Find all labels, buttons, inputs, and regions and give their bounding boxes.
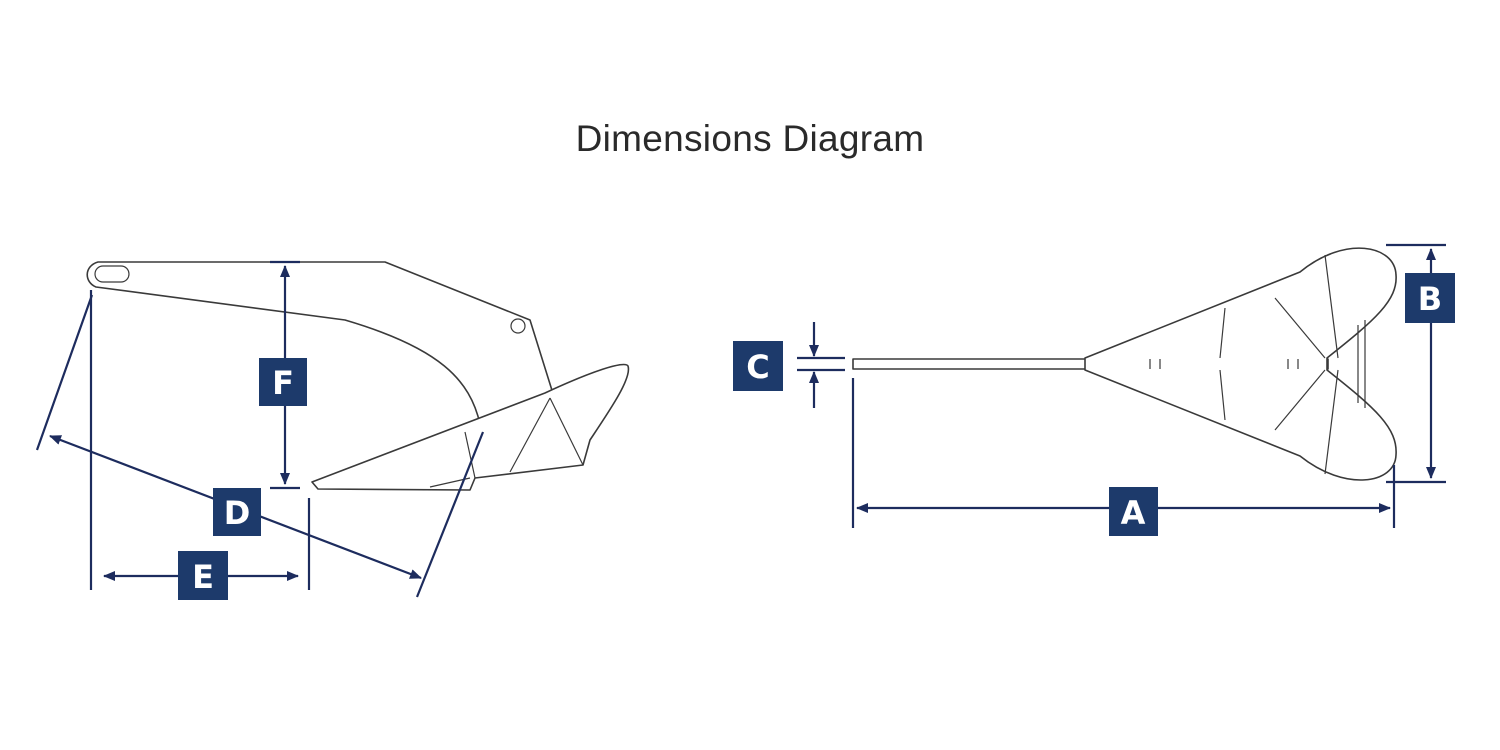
dimension-e [89,290,311,590]
anchor-side-view [86,261,630,491]
label-b: B [1418,280,1442,318]
label-badge-b: B [1405,273,1455,323]
label-badge-a: A [1109,487,1158,536]
dimension-c [797,322,845,408]
anchor-top-view [852,247,1397,481]
label-badge-c: C [733,341,783,391]
label-badge-f: F [259,358,307,406]
fluke-ridge-lines [429,397,584,488]
top-fluke-outline [1084,247,1397,481]
page-title: Dimensions Diagram [575,118,925,159]
shackle-slot [94,265,130,283]
label-badge-d: D [213,488,261,536]
top-fluke-ridge-lines [1149,254,1366,475]
anchor-shank-outline [86,261,556,425]
label-badge-e: E [178,551,228,600]
label-f: F [272,364,294,402]
label-e: E [192,558,214,596]
label-d: D [224,494,251,532]
pivot-hole [510,318,526,334]
label-c: C [746,348,769,386]
label-a: A [1121,494,1146,532]
